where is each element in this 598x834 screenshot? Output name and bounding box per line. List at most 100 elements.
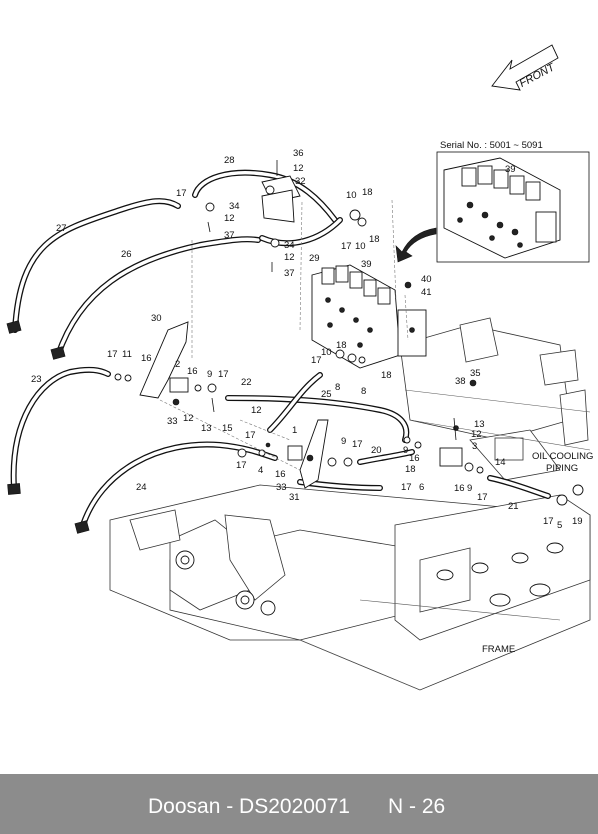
- callout-12: 12: [284, 252, 295, 263]
- exploded-parts-diagram: FRONT Serial No. : 5001 ~ 5091: [6, 44, 593, 691]
- inset-control-valve: [443, 157, 561, 259]
- callout-8: 8: [335, 382, 340, 393]
- bracket-30: [139, 321, 189, 399]
- callout-22: 22: [241, 377, 252, 388]
- bracket-32: [261, 175, 301, 223]
- callout-34: 34: [229, 201, 240, 212]
- callout-10: 10: [346, 190, 357, 201]
- bracket-31: [299, 419, 329, 489]
- callout-32: 32: [295, 176, 306, 187]
- callout-1: 1: [292, 425, 297, 436]
- callout-36: 36: [293, 148, 304, 159]
- callout-17: 17: [245, 430, 256, 441]
- callout-10: 10: [355, 241, 366, 252]
- callout-3: 3: [472, 441, 477, 452]
- hose-25: [267, 372, 323, 433]
- callout-9: 9: [207, 369, 212, 380]
- callout-17: 17: [176, 188, 187, 199]
- callout-17: 17: [477, 492, 488, 503]
- callout-18: 18: [362, 187, 373, 198]
- callout-5: 5: [557, 520, 562, 531]
- hose-20: [357, 449, 415, 465]
- callout-27: 27: [56, 223, 67, 234]
- callout-25: 25: [321, 389, 332, 400]
- callout-6: 6: [419, 482, 424, 493]
- hose-27: [6, 198, 181, 334]
- callout-2: 2: [175, 359, 180, 370]
- front-arrow: FRONT: [491, 44, 559, 91]
- callout-16: 16: [454, 483, 465, 494]
- callout-21: 21: [508, 501, 519, 512]
- callout-12: 12: [471, 429, 482, 440]
- frame-label: FRAME: [482, 644, 515, 655]
- callout-23: 23: [31, 374, 42, 385]
- callout-9: 9: [467, 483, 472, 494]
- callout-13: 13: [474, 419, 485, 430]
- callout-15: 15: [222, 423, 233, 434]
- hose-23: [7, 366, 111, 495]
- callout-31: 31: [289, 492, 300, 503]
- oil-cooling-line1: OIL COOLING: [532, 451, 593, 462]
- callout-37: 37: [224, 230, 235, 241]
- callout-16: 16: [187, 366, 198, 377]
- oil-cooling-line2: PIPING: [546, 463, 578, 474]
- callout-12: 12: [293, 163, 304, 174]
- callout-17: 17: [218, 369, 229, 380]
- callout-35: 35: [470, 368, 481, 379]
- inset-callout-39: 39: [505, 164, 516, 175]
- control-valve: [311, 264, 427, 369]
- callout-12: 12: [183, 413, 194, 424]
- callout-33: 33: [167, 416, 178, 427]
- callout-29: 29: [309, 253, 320, 264]
- callout-19: 19: [572, 516, 583, 527]
- serial-label: Serial No. : 5001 ~ 5091: [440, 140, 543, 151]
- callout-17: 17: [107, 349, 118, 360]
- hose-29: [259, 217, 343, 247]
- hose-26: [50, 236, 261, 360]
- small-fittings: [114, 160, 584, 506]
- callout-18: 18: [336, 340, 347, 351]
- footer-bar: Doosan - DS2020071 N - 26: [0, 774, 598, 834]
- callout-4: 4: [258, 465, 263, 476]
- callout-18: 18: [381, 370, 392, 381]
- callout-17: 17: [352, 439, 363, 450]
- footer-page-number: N - 26: [388, 795, 446, 818]
- callout-18: 18: [405, 464, 416, 475]
- hose-22: [225, 395, 410, 443]
- callout-20: 20: [371, 445, 382, 456]
- callout-17: 17: [311, 355, 322, 366]
- callout-16: 16: [409, 453, 420, 464]
- callout-24: 24: [136, 482, 147, 493]
- footer-brand: Doosan - DS2020071: [148, 795, 350, 818]
- callout-17: 17: [543, 516, 554, 527]
- callout-16: 16: [141, 353, 152, 364]
- guide-lines: [159, 199, 409, 471]
- callout-18: 18: [369, 234, 380, 245]
- callout-9: 9: [403, 445, 408, 456]
- callout-9: 9: [341, 436, 346, 447]
- callout-17: 17: [401, 482, 412, 493]
- callout-17: 17: [236, 460, 247, 471]
- callout-34: 34: [284, 240, 295, 251]
- callout-28: 28: [224, 155, 235, 166]
- callout-12: 12: [251, 405, 262, 416]
- oil-cooling-label: OIL COOLING PIPING: [532, 451, 593, 474]
- callout-40: 40: [421, 274, 432, 285]
- callout-8: 8: [361, 386, 366, 397]
- callout-39: 39: [361, 259, 372, 270]
- callout-12: 12: [224, 213, 235, 224]
- callout-38: 38: [455, 376, 466, 387]
- hose-21: [487, 475, 551, 499]
- callout-16: 16: [275, 469, 286, 480]
- hose-28: [192, 169, 338, 223]
- machine-frame: [109, 317, 591, 691]
- callout-labels: 36 12 32 28 17 34 12 37 34 12 37 10 18 1…: [31, 148, 583, 531]
- callout-13: 13: [201, 423, 212, 434]
- callout-11: 11: [122, 349, 132, 360]
- callout-14: 14: [495, 457, 506, 468]
- callout-37: 37: [284, 268, 295, 279]
- callout-33: 33: [276, 482, 287, 493]
- callout-30: 30: [151, 313, 162, 324]
- serial-inset: Serial No. : 5001 ~ 5091 39: [395, 140, 590, 263]
